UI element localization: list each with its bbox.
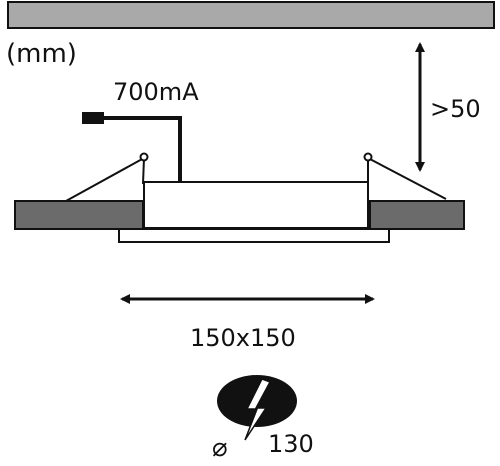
cable [104,116,182,182]
luminaire-body [143,181,369,229]
clearance-label: >50 [430,95,481,123]
ceiling-board-right [369,200,465,230]
lightning-icon [244,378,272,441]
current-label: 700mA [113,78,199,106]
cutout-value: 130 [268,430,314,458]
clip-pivot-left [139,152,149,162]
clip-pivot-right [363,152,373,162]
diameter-symbol: ⌀ [212,433,228,463]
cable-connector [82,112,104,124]
ceiling-board-left [14,200,144,230]
spring-clip-left [65,157,145,202]
unit-label: (mm) [6,39,77,69]
size-label: 150x150 [190,324,296,352]
trim-plate [118,228,390,243]
spring-clip-right [367,157,447,200]
ceiling-slab [7,1,495,29]
